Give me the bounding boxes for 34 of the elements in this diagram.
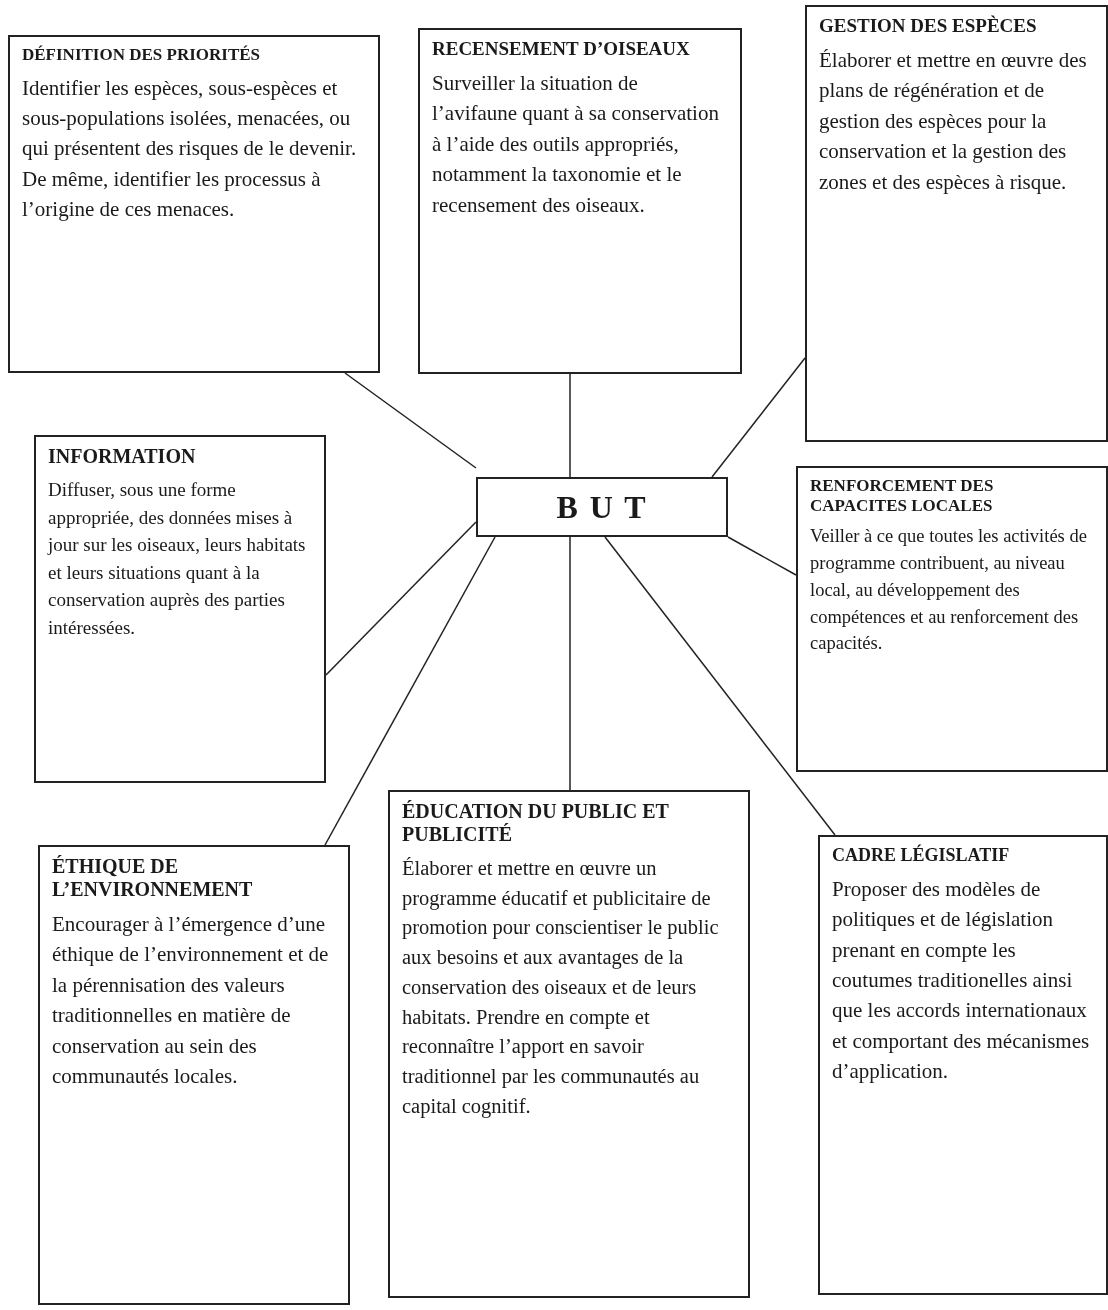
topic-box [796,466,1108,772]
topic-description: Élaborer et mettre en œuvre des plans de régénération et de gestion des espèces pour la conservation et la gestion des zones et des espèces à risque. [819,46,1088,196]
goal-box [476,477,728,537]
topic-box [34,435,326,783]
topic-description: Identifier les espèces, sous-espèces et sous-populations isolées, menacées, ou qui présentent des risques de le devenir. De même, identifier les processus à l’origine de ces menaces. [22,74,358,224]
topic-description: Surveiller la situation de l’avifaune quant à sa conservation à l’aide des outils appropriés, notamment la taxonomie et le recensement des oiseaux. [432,69,720,219]
topic-heading: RENFORCEMENT DES CAPACITES LOCALES [810,476,995,516]
topic-description: Diffuser, sous une forme appropriée, des données mises à jour sur les oiseaux, leurs habitats et leurs situations quant à la conservation auprès des parties intéressées. [48,478,307,640]
topic-description: Proposer des modèles de politiques et de législation prenant en compte les coutumes traditionelles ainsi que les accords internationaux et comportant des mécanismes d’application. [832,875,1091,1086]
connector-line [727,536,797,576]
topic-heading: ÉDUCATION DU PUBLIC ET PUBLICITÉ [402,800,670,846]
topic-heading: DÉFINITION DES PRIORITÉS [22,45,262,65]
topic-heading: RECENSEMENT D’OISEAUX [432,38,691,60]
connector-line [324,536,496,846]
connector-line [569,536,571,791]
topic-description: Élaborer et mettre en œuvre un programme éducatif et publicitaire de promotion pour conscientiser le public aux besoins et aux avantages de la conservation des oiseaux et de leurs habitats. Prendre en compte et reconnaître l’apport en savoir traditionnel par les communautés au capital cognitif. [402,856,720,1120]
topic-heading: GESTION DES ESPÈCES [819,15,1038,37]
connector-line [569,373,571,478]
topic-description: Veiller à ce que toutes les activités de programme contribuent, au niveau local, au développement des compétences et au renforcement des capacités. [810,525,1088,656]
topic-box [38,845,350,1305]
topic-heading: CADRE LÉGISLATIF [832,845,1011,866]
connector-line [604,536,836,836]
topic-box [818,835,1108,1295]
goal-title: B U T [556,488,648,526]
topic-description: Encourager à l’émergence d’une éthique de l’environnement et de la pérennisation des valeurs traditionnelles en matière de conservation au sein des communautés locales. [52,911,330,1091]
topic-box [8,35,380,373]
topic-box [388,790,750,1298]
connector-line [344,372,477,469]
topic-box [805,5,1108,442]
topic-heading: ÉTHIQUE DE L’ENVIRONNEMENT [52,855,254,901]
topic-heading: INFORMATION [48,445,197,468]
connector-line [325,521,477,676]
topic-box [418,28,742,374]
connector-line [711,357,806,478]
